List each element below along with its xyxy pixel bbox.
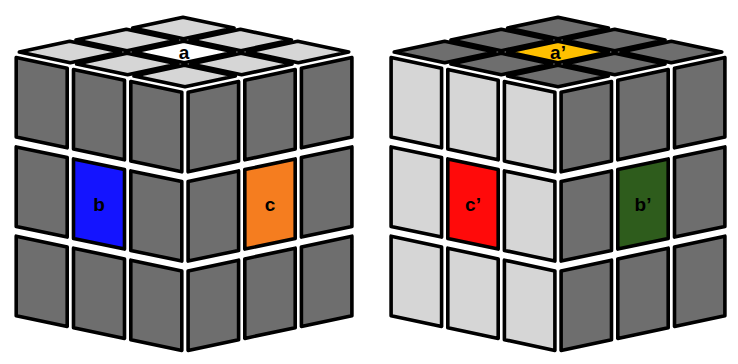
cube-sticker xyxy=(618,248,668,338)
cube-sticker xyxy=(561,171,611,261)
cube-sticker xyxy=(245,248,295,338)
cube-sticker xyxy=(16,236,67,326)
cube-sticker xyxy=(504,260,555,350)
cube-sticker xyxy=(245,70,295,160)
cube-sticker xyxy=(131,82,182,172)
cube-sticker xyxy=(245,159,295,249)
cube-sticker xyxy=(74,70,125,160)
cube-sticker xyxy=(391,58,442,148)
cube-sticker xyxy=(675,58,725,148)
cube-sticker xyxy=(188,171,239,261)
cube-sticker xyxy=(74,159,125,249)
cube-sticker xyxy=(675,236,725,326)
cube-sticker xyxy=(301,58,352,148)
sticker-label: b xyxy=(93,195,105,214)
cube-sticker xyxy=(301,147,352,237)
cube-sticker xyxy=(448,248,498,338)
cube-sticker xyxy=(391,147,442,237)
cube-sticker xyxy=(16,58,67,148)
cube-sticker xyxy=(131,260,182,350)
cube-sticker xyxy=(391,236,442,326)
cube-sticker xyxy=(188,82,239,172)
cube-sticker xyxy=(504,82,555,172)
cube-sticker xyxy=(448,159,498,249)
cube-sticker xyxy=(133,17,235,38)
sticker-label: a xyxy=(179,43,190,62)
sticker-label: b’ xyxy=(635,195,652,214)
sticker-label: a’ xyxy=(550,43,566,62)
cube-sticker xyxy=(504,171,555,261)
cube-sticker xyxy=(561,82,611,172)
cube-sticker xyxy=(301,236,352,326)
cube-sticker xyxy=(448,70,498,160)
cube-sticker xyxy=(618,159,668,249)
sticker-label: c xyxy=(265,195,276,214)
cube-sticker xyxy=(561,260,611,350)
cube-sticker xyxy=(74,248,125,338)
cube-sticker xyxy=(618,70,668,160)
cube-sticker xyxy=(675,147,725,237)
cube-sticker xyxy=(131,171,182,261)
sticker-label: c’ xyxy=(465,195,481,214)
cube-sticker xyxy=(188,260,239,350)
cube-sticker xyxy=(508,17,609,38)
cube-sticker xyxy=(16,147,67,237)
